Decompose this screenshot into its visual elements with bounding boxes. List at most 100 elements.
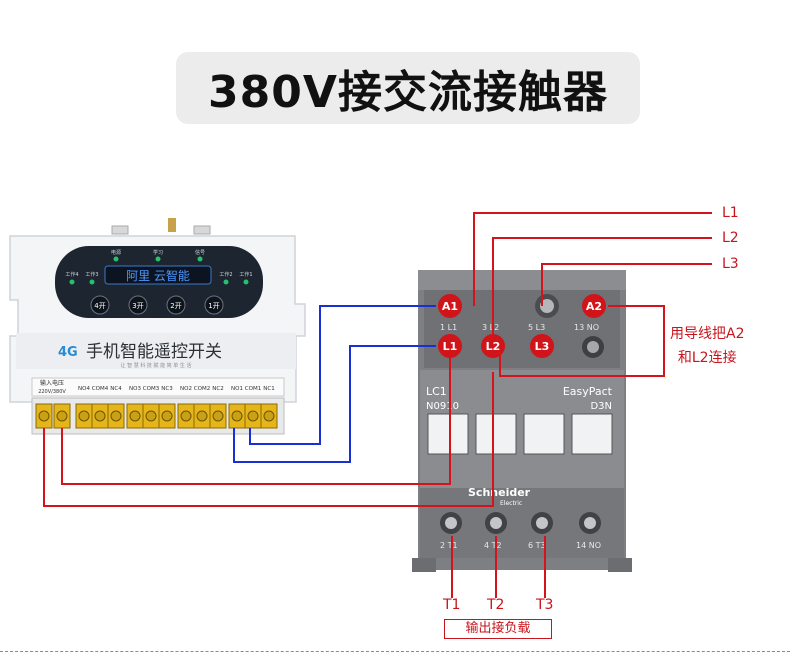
note-line-2: 和L2连接 <box>677 350 737 366</box>
marker-l3 <box>530 334 554 358</box>
button-4-label: 4开 <box>94 302 105 310</box>
button-3-label: 3开 <box>132 302 143 310</box>
top-pin-13: 13 NO <box>574 323 599 332</box>
bottom-divider <box>0 651 790 652</box>
terminal-screw-head <box>56 410 68 422</box>
label-t3: T3 <box>536 597 554 613</box>
wire-no-l1 <box>233 345 436 463</box>
controller-buttons: 4开 3开 2开 1开 <box>90 295 224 315</box>
note-line-1: 用导线把A2 <box>670 326 745 342</box>
led-label-work4: 工作4 <box>65 271 78 278</box>
terminal-screw-head <box>231 410 243 422</box>
terminal-screw-head <box>145 410 157 422</box>
terminal-screw-head <box>196 410 208 422</box>
label-l3: L3 <box>722 256 739 272</box>
wire-l2 <box>492 237 712 346</box>
button-3-on[interactable] <box>128 295 148 315</box>
label-t2: T2 <box>487 597 505 613</box>
input-voltage-label: 输入电压 <box>40 379 64 387</box>
bottom-pin-2: 2 T1 <box>440 541 458 550</box>
marker-l3-label: L3 <box>535 340 550 353</box>
top-pin-1: 1 L1 <box>440 323 457 332</box>
brand-slogan: 让 智 慧 科 技 赋 能 简 单 生 活 <box>121 362 192 369</box>
contactor-device <box>412 270 632 572</box>
wire-power-1 <box>61 346 451 485</box>
led-label-work3: 工作3 <box>85 271 98 278</box>
terminal-screws <box>35 403 278 429</box>
terminal-nc1: NC1 <box>263 386 274 392</box>
terminal-screw-head <box>129 410 141 422</box>
wire-l3 <box>541 263 712 306</box>
terminal-screw-head <box>161 410 173 422</box>
marker-l1-label: L1 <box>443 340 458 353</box>
brand-4g: 4G <box>58 345 78 360</box>
blue-wires <box>233 305 436 463</box>
contactor-model-left-1: LC1 <box>426 385 447 398</box>
top-pin-5: 5 L3 <box>528 323 545 332</box>
terminal-no2: NO2 <box>180 386 192 392</box>
bottom-pin-4: 4 T2 <box>484 541 502 550</box>
wire-com-a1 <box>249 305 436 445</box>
terminal-labels: NO4 COM4 NC4 NO3 COM3 NC3 NO2 COM2 NC2 N… <box>78 386 275 392</box>
label-l1: L1 <box>722 205 739 221</box>
terminal-screw-head <box>38 410 50 422</box>
wire-l1 <box>473 212 712 306</box>
bottom-pin-14: 14 NO <box>576 541 601 550</box>
label-l2: L2 <box>722 230 739 246</box>
terminal-nc3: NC3 <box>161 386 173 392</box>
marker-l2-label: L2 <box>486 340 501 353</box>
led-label-work2: 工作2 <box>219 271 232 278</box>
marker-a1 <box>438 294 462 318</box>
contactor-brand: Schneider <box>468 486 531 499</box>
terminal-com3: COM3 <box>143 386 160 392</box>
wire-power-2 <box>43 372 494 507</box>
marker-l2 <box>481 334 505 358</box>
button-1-on[interactable] <box>204 295 224 315</box>
terminal-screw-head <box>263 410 275 422</box>
bottom-pin-6: 6 T3 <box>528 541 546 550</box>
controller-screen-text: 阿里 云智能 <box>126 268 190 283</box>
terminal-screw-head <box>78 410 90 422</box>
controller-side-leds: 工作4 工作3 工作2 工作1 <box>65 271 253 285</box>
page-title: 380V接交流接触器 <box>208 67 608 118</box>
contactor-model-right-1: EasyPact <box>563 385 613 398</box>
terminal-nc2: NC2 <box>212 386 223 392</box>
led-label-learn: 学习 <box>153 249 163 256</box>
contactor-model-left-2: N0910 <box>426 401 459 412</box>
red-wires <box>43 212 712 598</box>
terminal-screw-head <box>212 410 224 422</box>
terminal-screw-head <box>110 410 122 422</box>
terminal-no4: NO4 <box>78 386 90 392</box>
terminal-nc4: NC4 <box>110 386 122 392</box>
button-2-label: 2开 <box>170 302 181 310</box>
marker-a1-label: A1 <box>442 300 458 313</box>
output-load-label: 输出接负载 <box>444 619 552 639</box>
marker-a2 <box>582 294 606 318</box>
marker-a2-label: A2 <box>586 300 602 313</box>
terminal-com4: COM4 <box>92 386 109 392</box>
a2-l2-note: 用导线把A2 和L2连接 <box>670 322 744 370</box>
led-label-work1: 工作1 <box>239 271 252 278</box>
input-voltage-value: 220V/380V <box>38 389 66 395</box>
contactor-brand-sub: Electric <box>500 500 522 507</box>
led-label-power: 电源 <box>111 249 121 256</box>
label-t1: T1 <box>443 597 461 613</box>
terminal-no3: NO3 <box>129 386 141 392</box>
button-4-on[interactable] <box>90 295 110 315</box>
terminal-screw-head <box>247 410 259 422</box>
marker-l1 <box>438 334 462 358</box>
button-2-on[interactable] <box>166 295 186 315</box>
contactor-model-right-2: D3N <box>590 401 612 412</box>
controller-top-leds: 电源 学习 信号 <box>111 249 205 262</box>
terminal-com2: COM2 <box>194 386 210 392</box>
terminal-screw-head <box>94 410 106 422</box>
led-label-signal: 信号 <box>195 249 205 256</box>
terminal-no1: NO1 <box>231 386 243 392</box>
title-banner: 380V接交流接触器 <box>176 52 640 124</box>
brand-name: 手机智能遥控开关 <box>86 342 222 362</box>
terminal-screw-head <box>180 410 192 422</box>
terminal-com1: COM1 <box>245 386 261 392</box>
top-pin-3: 3 L2 <box>482 323 499 332</box>
button-1-label: 1开 <box>208 302 219 310</box>
